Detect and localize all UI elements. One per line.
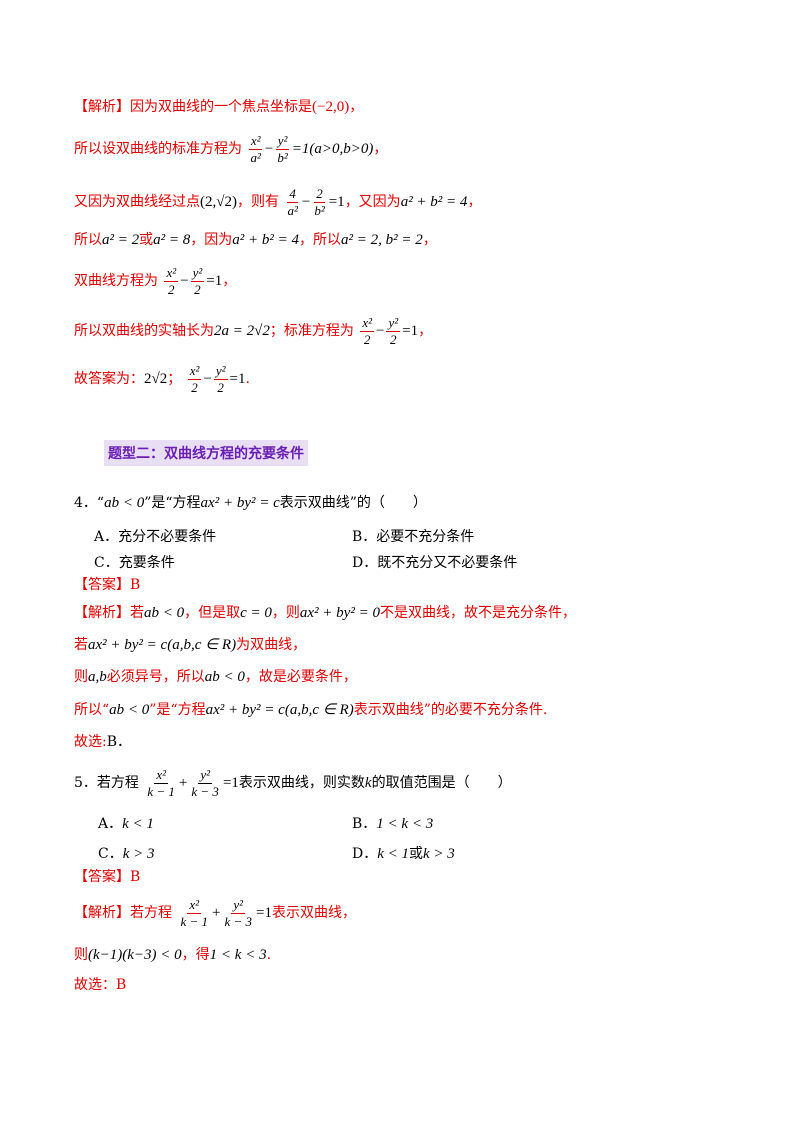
q4-option-b[interactable]: B．必要不充分条件 [352,529,475,545]
section-title: 题型二：双曲线方程的充要条件 [104,440,308,466]
q5-option-a[interactable]: A．k < 1 [98,816,154,832]
q4-option-a[interactable]: A．充分不必要条件 [94,529,217,545]
q5-option-b[interactable]: B．1 < k < 3 [352,816,434,832]
q4-solution-line-4: 所以“ab < 0”是“方程ax² + by² = c(a,b,c ∈ R)表示… [74,702,548,718]
q5-solution-line-2: 则(k−1)(k−3) < 0，得1 < k < 3. [74,947,272,963]
q4-solution-line-1: 【解析】若ab < 0，但是取c = 0，则ax² + by² = 0不是双曲线… [74,605,576,621]
q4-option-d[interactable]: D．既不充分又不必要条件 [352,555,518,571]
q5-option-d[interactable]: D．k < 1或k > 3 [352,846,455,862]
q4-solution-line-3: 则a,b必须异号，所以ab < 0，故是必要条件， [74,669,357,685]
q5-answer: 【答案】B [74,869,141,885]
q4-answer: 【答案】B [74,577,141,593]
q4-solution-line-5: 故选:B． [74,734,132,750]
q4-solution-line-2: 若ax² + by² = c(a,b,c ∈ R)为双曲线， [74,637,307,653]
question-4: 4．“ab < 0”是“方程ax² + by² = c表示双曲线”的（ ） [74,495,427,511]
q5-solution-line-3: 故选：B [74,977,127,993]
q5-option-c[interactable]: C．k > 3 [98,846,155,862]
q4-option-c[interactable]: C．充要条件 [94,555,175,571]
solution-line-1: 【解析】因为双曲线的一个焦点坐标是(−2,0)， [74,99,364,115]
solution-line-4: 所以a² = 2或a² = 8，因为a² + b² = 4，所以a² = 2, … [74,232,437,248]
